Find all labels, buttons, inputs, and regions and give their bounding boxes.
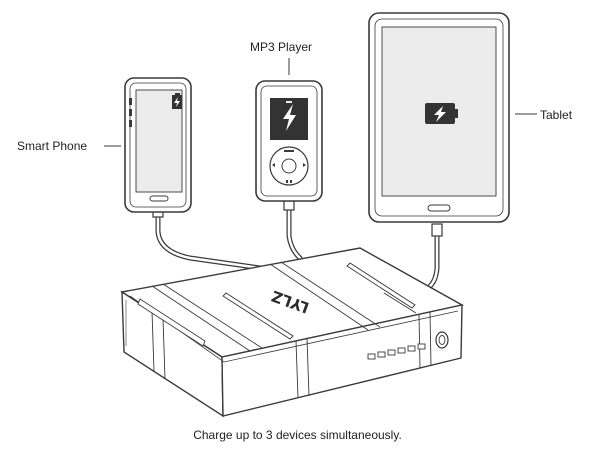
tablet-cable (422, 232, 440, 293)
caption: Charge up to 3 devices simultaneously. (193, 428, 402, 442)
power-button-icon (435, 331, 449, 349)
mp3-player (255, 80, 323, 202)
leader-lines (104, 58, 537, 147)
mp3-player-label: MP3 Player (250, 40, 313, 54)
power-bank (120, 247, 464, 418)
smartphone-label: Smart Phone (17, 139, 88, 153)
battery-charging-icon (283, 104, 296, 131)
battery-charging-icon (172, 93, 182, 109)
tablet (368, 12, 510, 223)
mp3-plug (283, 200, 295, 211)
tablet-plug (431, 223, 443, 237)
tablet-label: Tablet (540, 108, 573, 122)
battery-charging-icon (425, 103, 458, 124)
charge-level-leds (367, 343, 426, 360)
smartphone (124, 77, 192, 213)
